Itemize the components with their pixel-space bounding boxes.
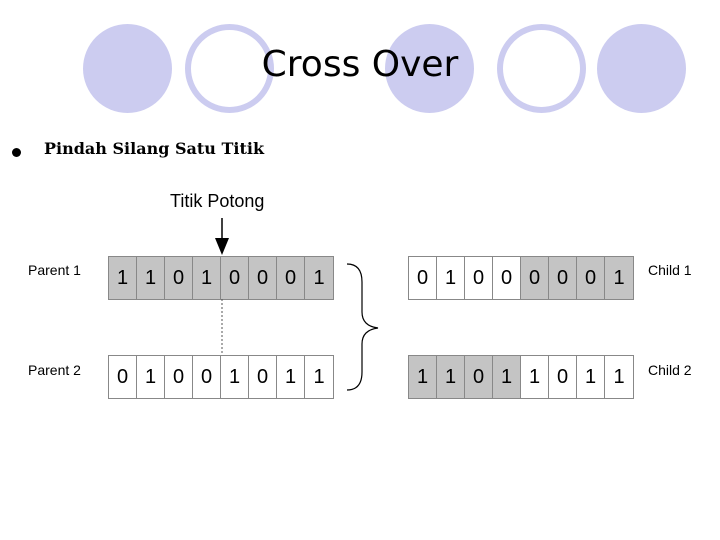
gene-cell: 0	[109, 356, 137, 398]
gene-cell: 0	[409, 257, 437, 299]
gene-cell: 0	[221, 257, 249, 299]
gene-cell: 1	[521, 356, 549, 398]
bullet-dot	[12, 148, 21, 157]
gene-cell: 0	[577, 257, 605, 299]
decor-circle-1	[83, 24, 172, 113]
parent-2-label: Parent 2	[28, 362, 81, 378]
gene-cell: 1	[577, 356, 605, 398]
gene-cell: 1	[109, 257, 137, 299]
gene-cell: 0	[465, 356, 493, 398]
gene-cell: 1	[493, 356, 521, 398]
gene-cell: 1	[313, 365, 325, 388]
gene-cell: 0	[249, 356, 277, 398]
gene-cell: 1	[137, 356, 165, 398]
parent-1-label: Parent 1	[28, 262, 81, 278]
gene-cell: 1	[605, 257, 633, 299]
cut-point-label: Titik Potong	[170, 191, 265, 211]
gene-cell: 0	[165, 356, 193, 398]
gene-cell: 0	[493, 257, 521, 299]
gene-cell: 0	[249, 257, 277, 299]
gene-cell: 0	[465, 257, 493, 299]
gene-cell: 0	[193, 356, 221, 398]
gene-cell: 1	[437, 257, 465, 299]
gene-cell: 0	[165, 257, 193, 299]
gene-cell: 0	[549, 257, 577, 299]
crossover-brace	[346, 263, 379, 391]
slide-title: Cross Over	[261, 44, 459, 85]
bullet-text: Pindah Silang Satu Titik	[44, 139, 265, 158]
decor-circle-2	[385, 24, 474, 113]
decor-ring-2	[497, 24, 586, 113]
gene-cell: 1	[193, 257, 221, 299]
gene-cell: 1	[437, 356, 465, 398]
gene-cell: 1	[305, 257, 333, 299]
gene-cell: 0	[521, 257, 549, 299]
gene-cell: 0	[549, 356, 577, 398]
decor-ring-1	[185, 24, 274, 113]
cut-point-arrowhead	[215, 238, 229, 255]
gene-cell: 0	[277, 257, 305, 299]
gene-cell: 1	[409, 356, 437, 398]
decor-circle-3	[597, 24, 686, 113]
gene-cell: 1	[613, 365, 625, 388]
child-2-label: Child 2	[648, 362, 692, 378]
child-1-label: Child 1	[648, 262, 692, 278]
gene-cell: 1	[221, 356, 249, 398]
gene-cell: 1	[277, 356, 305, 398]
gene-cell: 1	[137, 257, 165, 299]
